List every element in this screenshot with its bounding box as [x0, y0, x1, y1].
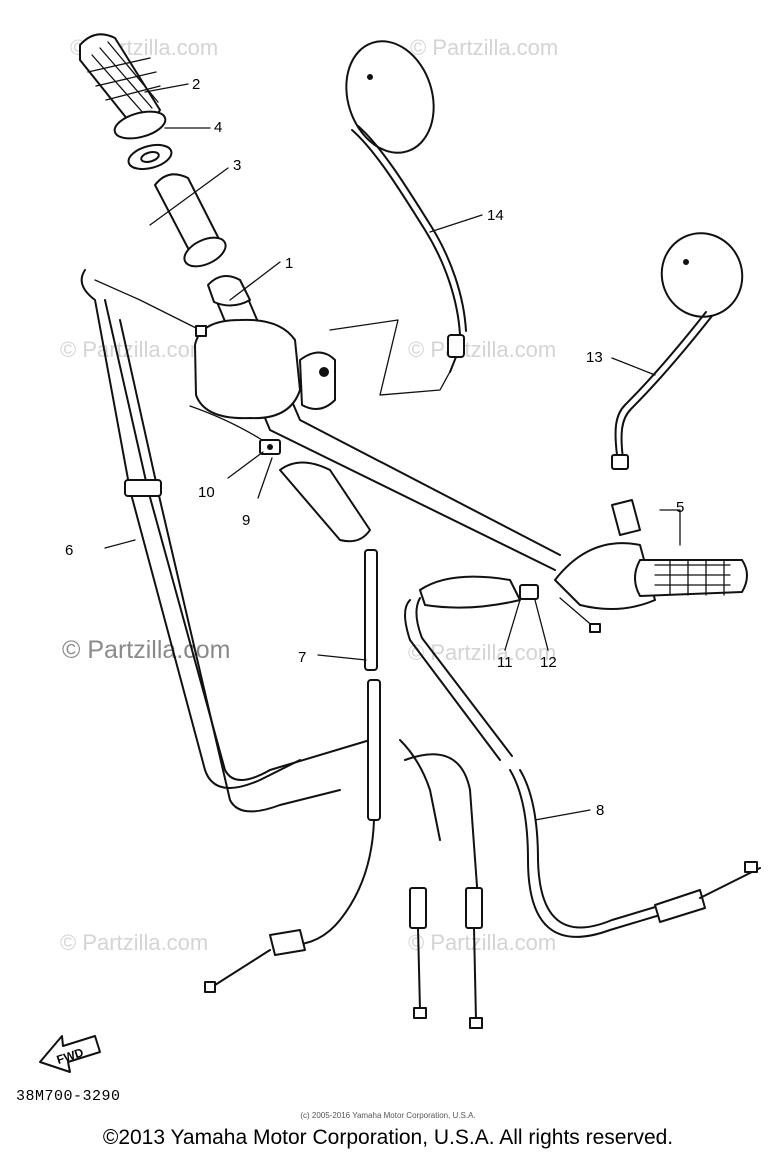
brake-cable: [509, 769, 761, 938]
watermark: © Partzilla.com: [408, 930, 556, 955]
right-lever: [404, 575, 539, 761]
callout-6: 6: [65, 542, 73, 559]
reference-line: [329, 319, 453, 396]
right-mirror: [611, 232, 744, 470]
footer-copyright: ©2013 Yamaha Motor Corporation, U.S.A. A…: [102, 1126, 674, 1149]
callout-2: 2: [192, 76, 200, 93]
callout-11: 11: [497, 654, 513, 671]
right-grip-assembly: [554, 499, 748, 633]
leader-lines: [104, 83, 681, 821]
lower-cable-ends: [409, 887, 483, 1029]
callout-13: 13: [586, 349, 603, 366]
watermark: © Partzilla.com: [410, 35, 558, 60]
clutch-cable: [204, 549, 381, 993]
callouts: 2 4 3 1 5 6 7 8 9 10 11 12 13 14: [65, 76, 684, 819]
left-mirror: [345, 40, 467, 373]
diagram-code: 38M700-3290: [16, 1088, 121, 1105]
parts-diagram: © Partzilla.com © Partzilla.com © Partzi…: [39, 33, 761, 1073]
fwd-arrow: FWD: [39, 1035, 101, 1073]
callout-10: 10: [198, 484, 215, 501]
left-grip-assembly: [79, 33, 227, 268]
callout-12: 12: [540, 654, 557, 671]
callout-7: 7: [298, 649, 306, 666]
watermark: © Partzilla.com: [408, 337, 556, 362]
callout-1: 1: [285, 255, 293, 272]
small-copyright: (c) 2005-2016 Yamaha Motor Corporation, …: [300, 1111, 476, 1120]
callout-3: 3: [233, 157, 241, 174]
watermark: © Partzilla.com: [60, 930, 208, 955]
throttle-cables: [80, 269, 479, 901]
callout-8: 8: [596, 802, 604, 819]
callout-5: 5: [676, 499, 684, 516]
handlebar: [194, 275, 561, 571]
callout-14: 14: [487, 207, 504, 224]
left-lever: [189, 405, 371, 543]
callout-4: 4: [214, 119, 222, 136]
callout-9: 9: [242, 512, 250, 529]
watermark: © Partzilla.com: [60, 337, 208, 362]
watermark: © Partzilla.com: [62, 636, 230, 664]
watermark: © Partzilla.com: [408, 640, 556, 665]
